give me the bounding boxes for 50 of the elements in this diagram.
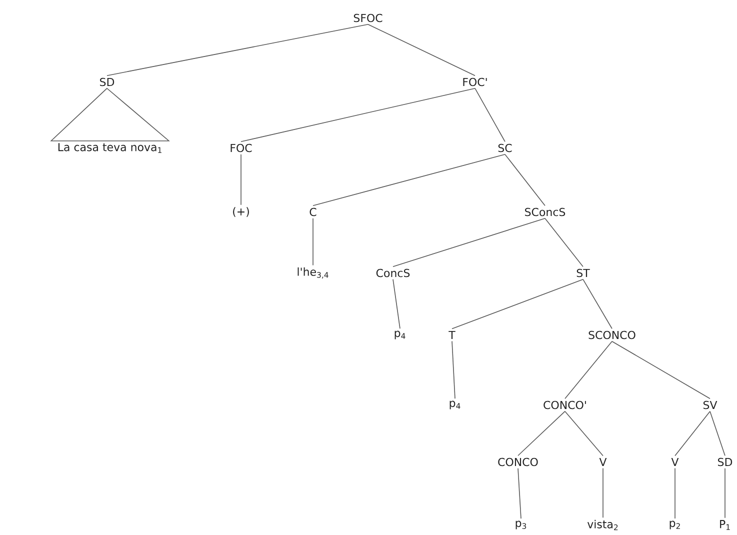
tree-label: CONCO' bbox=[544, 400, 586, 410]
tree-label: SConcS bbox=[525, 208, 566, 216]
branch-line bbox=[544, 218, 584, 268]
tree-label: FOC' bbox=[463, 78, 487, 86]
branch-line bbox=[312, 218, 314, 266]
tree-label: SFOC bbox=[354, 14, 382, 22]
tree-label: p$_{2}$ bbox=[670, 520, 680, 530]
branch-line bbox=[240, 154, 242, 206]
branch-line bbox=[504, 154, 546, 206]
tree-label: (+) bbox=[233, 207, 249, 217]
tree-label: SD bbox=[100, 78, 114, 86]
branch-line bbox=[518, 468, 522, 519]
branch-line bbox=[674, 468, 676, 519]
branch-line bbox=[602, 468, 604, 518]
tree-label: SV bbox=[703, 400, 718, 410]
branch-line bbox=[724, 468, 726, 518]
branch-line bbox=[564, 410, 604, 456]
branch-line bbox=[452, 340, 456, 399]
branch-line bbox=[240, 88, 476, 142]
branch-line bbox=[710, 410, 726, 456]
tree-label: V bbox=[599, 458, 607, 466]
tree-label: p$_{4}$ bbox=[394, 330, 406, 340]
tree-label: SC bbox=[498, 144, 512, 152]
tree-label: ST bbox=[576, 268, 590, 278]
branch-line bbox=[368, 24, 476, 76]
branch-line bbox=[474, 88, 506, 142]
branch-line bbox=[392, 278, 400, 329]
tree-label: T bbox=[448, 330, 456, 339]
branch-line bbox=[392, 218, 546, 268]
branch-line bbox=[452, 278, 584, 330]
tree-label: CONCO bbox=[498, 458, 538, 466]
tree-label: p$_{3}$ bbox=[516, 520, 526, 530]
tree-label: FOC bbox=[230, 144, 252, 152]
tree-label: V bbox=[671, 458, 679, 466]
branch-line bbox=[106, 24, 368, 76]
branch-line bbox=[518, 410, 566, 456]
tree-label: l'he$_{3,4}$ bbox=[298, 267, 328, 279]
tree-label: P$_{1}$ bbox=[720, 520, 730, 530]
tree-label: p$_{4}$ bbox=[450, 400, 460, 410]
tree-label: C bbox=[310, 208, 316, 216]
tree-label: SD bbox=[718, 458, 732, 466]
branch-line bbox=[582, 278, 612, 330]
tree-label: SCONCO bbox=[588, 330, 636, 340]
tree-label: La casa teva nova$_{1}$ bbox=[58, 143, 162, 153]
branch-line bbox=[564, 340, 612, 400]
tree-label: ConcS bbox=[376, 268, 410, 278]
branch-line bbox=[612, 340, 710, 400]
branch-line bbox=[674, 410, 710, 456]
branch-line bbox=[312, 154, 506, 206]
tree-label: vista$_{2}$ bbox=[587, 520, 618, 530]
